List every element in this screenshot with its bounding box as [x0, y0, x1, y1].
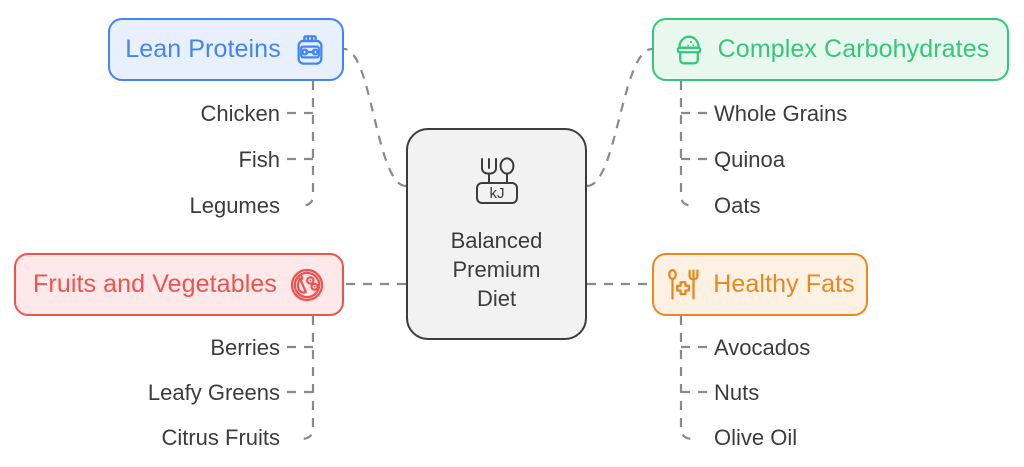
center-node-title: Balanced Premium Diet — [450, 227, 543, 312]
leaf-fish[interactable]: Fish — [238, 147, 280, 172]
leaf-citrus-fruits[interactable]: Citrus Fruits — [161, 425, 280, 450]
leaf-oats[interactable]: Oats — [714, 193, 761, 218]
connector-carbs-spine — [679, 81, 695, 208]
leaf-legumes[interactable]: Legumes — [189, 193, 280, 218]
leaf-chicken[interactable]: Chicken — [200, 101, 280, 126]
branch-label-healthy-fats: Healthy Fats — [713, 270, 855, 298]
leaf-leafy-greens[interactable]: Leafy Greens — [147, 380, 280, 405]
connector-fruits-spine — [299, 316, 315, 441]
branch-label-fruits-and-vegetables: Fruits and Vegetables — [33, 270, 277, 298]
spoon-cross-fork-icon — [668, 268, 699, 300]
leaf-nuts[interactable]: Nuts — [714, 380, 760, 405]
connector-proteins-spine — [299, 81, 315, 208]
leaf-quinoa[interactable]: Quinoa — [714, 147, 785, 172]
vegetable-plate-icon — [290, 268, 324, 301]
connector-fats-spine — [679, 316, 695, 441]
protein-jar-dumbbell-icon — [297, 34, 323, 65]
leaf-olive-oil[interactable]: Olive Oil — [714, 425, 798, 450]
cutlery-kj-energy-icon: kJ — [471, 155, 523, 218]
branch-label-lean-proteins: Lean Proteins — [125, 35, 281, 63]
leaf-berries[interactable]: Berries — [210, 335, 280, 360]
branch-node-lean-proteins[interactable]: Lean Proteins — [108, 18, 344, 81]
flour-sack-icon — [676, 35, 701, 64]
connector-center-to-carbs — [586, 47, 653, 188]
branch-node-healthy-fats[interactable]: Healthy Fats — [652, 253, 868, 316]
connector-center-to-proteins — [343, 47, 407, 188]
center-icon-text: kJ — [489, 185, 504, 202]
branch-label-complex-carbohydrates: Complex Carbohydrates — [717, 35, 990, 63]
branch-node-fruits-and-vegetables[interactable]: Fruits and Vegetables — [14, 253, 344, 316]
center-node-balanced-premium-diet[interactable]: kJ Balanced Premium Diet — [406, 128, 587, 340]
leaf-whole-grains[interactable]: Whole Grains — [714, 101, 848, 126]
branch-node-complex-carbohydrates[interactable]: Complex Carbohydrates — [652, 18, 1009, 81]
leaf-avocados[interactable]: Avocados — [714, 335, 811, 360]
